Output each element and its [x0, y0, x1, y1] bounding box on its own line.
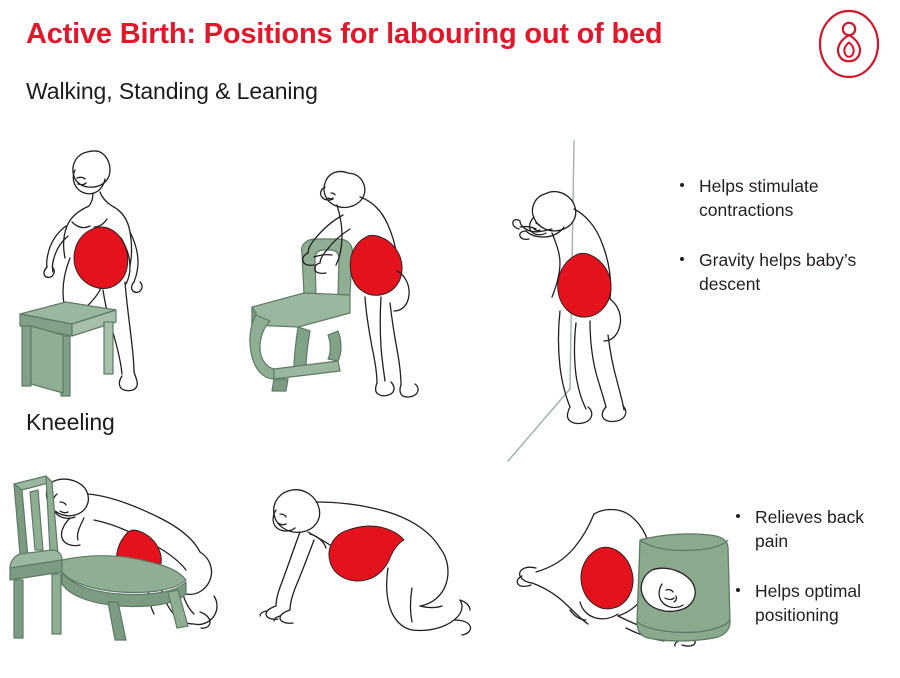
bullet-item: Relieves back pain [732, 505, 900, 553]
figure-woman-on-all-fours [252, 468, 502, 643]
page-title: Active Birth: Positions for labouring ou… [26, 18, 663, 50]
bullet-dot-icon [680, 257, 684, 261]
bullet-dot-icon [736, 588, 740, 592]
bullet-text: Helps stimulate contractions [699, 176, 819, 220]
mother-and-baby-logo [816, 8, 882, 80]
bullet-text: Helps optimal positioning [755, 581, 862, 625]
bullet-list-kneeling: Relieves back pain Helps optimal positio… [732, 505, 900, 627]
figure-woman-kneeling-over-beanbag [500, 492, 750, 652]
bullet-item: Gravity helps baby’s descent [676, 248, 892, 296]
figure-woman-kneeling-over-chair-seat [0, 462, 245, 642]
section-heading-walking: Walking, Standing & Leaning [26, 78, 318, 104]
figure-woman-leaning-on-wall [490, 135, 670, 470]
bullet-dot-icon [680, 183, 684, 187]
section-heading-kneeling: Kneeling [26, 409, 115, 435]
bullet-item: Helps stimulate contractions [676, 174, 892, 222]
bullet-list-walking: Helps stimulate contractions Gravity hel… [676, 174, 892, 296]
figure-woman-leaning-on-chair-back [238, 145, 453, 400]
figure-woman-with-foot-on-stool [8, 140, 198, 400]
bullet-dot-icon [736, 514, 740, 518]
bullet-text: Gravity helps baby’s descent [699, 250, 857, 294]
bullet-item: Helps optimal positioning [732, 579, 900, 627]
bullet-text: Relieves back pain [755, 507, 864, 551]
